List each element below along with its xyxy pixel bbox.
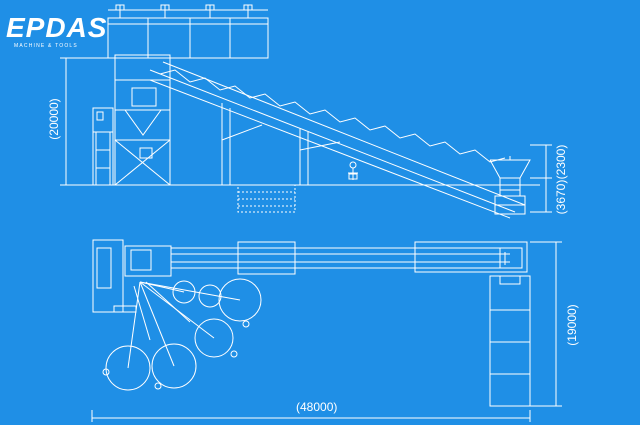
- logo-tagline: MACHINE & TOOLS: [14, 43, 78, 49]
- control-cabin: [92, 107, 114, 186]
- elevation-view: [60, 4, 552, 219]
- plan-view: [91, 239, 562, 422]
- belt-conveyor: [149, 61, 526, 219]
- epdas-logo: EPDAS MACHINE & TOOLS: [6, 14, 106, 54]
- cabin-plan: [92, 239, 124, 313]
- plan-depth-label: (19000): [565, 304, 579, 346]
- aggregate-bins: [107, 4, 269, 59]
- cement-silos-plan: [102, 278, 262, 391]
- feeder-height-label: (3670): [554, 179, 568, 215]
- elevation-dimension-lines: [60, 57, 552, 213]
- total-length-label: (48000): [296, 400, 338, 414]
- mixer-tower: [114, 54, 171, 186]
- aggregate-pit: [237, 184, 296, 213]
- elevation-height-label: (20000): [47, 98, 61, 140]
- plan-dimension-lines: [91, 241, 562, 422]
- aggregate-bin-plan: [489, 275, 531, 407]
- feed-hopper: [489, 156, 531, 215]
- logo-wordmark: EPDAS: [6, 12, 108, 43]
